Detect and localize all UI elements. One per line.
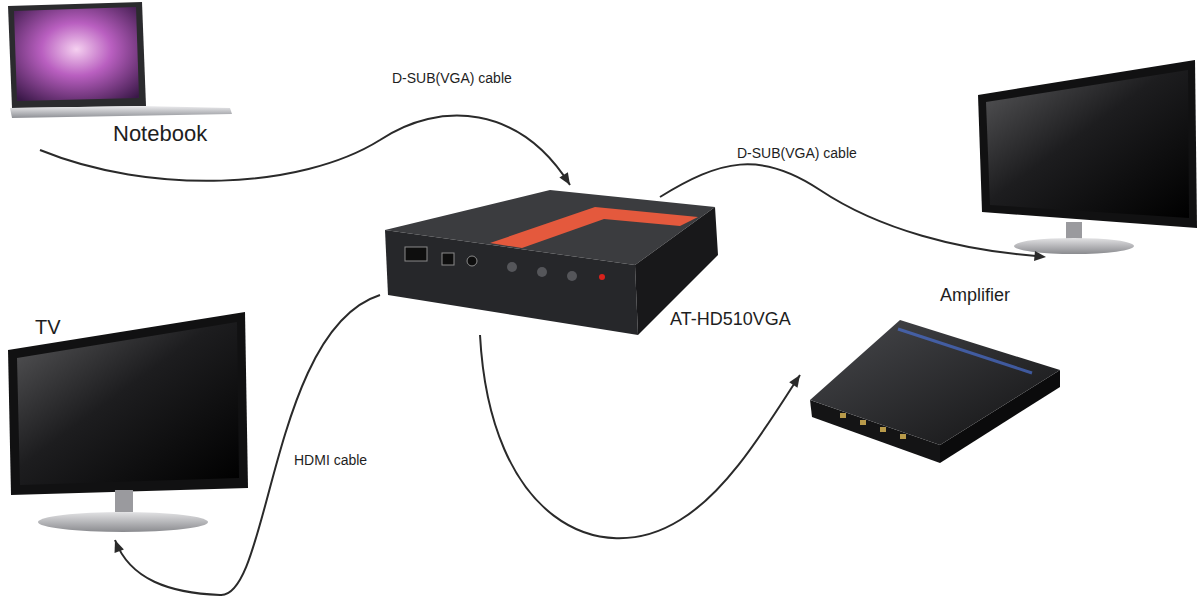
cable-connector — [40, 116, 570, 185]
cable-label: D-SUB(VGA) cable — [390, 70, 514, 87]
converter-stripe — [490, 207, 698, 248]
monitor-bezel — [978, 60, 1197, 228]
laptop-screen — [14, 7, 139, 101]
amplifier-device: Amplifier — [800, 285, 1065, 470]
tv-bezel — [8, 312, 248, 495]
tv-neck — [115, 490, 133, 512]
monitor-neck — [1066, 222, 1082, 240]
laptop-base — [10, 106, 232, 118]
arrow-head — [115, 540, 124, 553]
cable-label: HDMI cable — [292, 452, 369, 469]
optical-port — [442, 253, 454, 265]
amp-top — [810, 320, 1060, 445]
amp-terminal — [880, 427, 886, 432]
arrow-head — [789, 375, 800, 388]
device-label: Amplifier — [940, 285, 1010, 307]
cable-line — [40, 116, 570, 185]
button — [507, 262, 517, 272]
cable-line — [480, 335, 800, 538]
button — [567, 271, 577, 281]
device-label: TV — [35, 315, 61, 339]
amp-terminal — [860, 420, 866, 425]
device-label: Notebook — [113, 121, 207, 147]
amplifier-illustration — [800, 285, 1065, 470]
arrow-head — [1034, 251, 1046, 261]
laptop-lid — [8, 2, 146, 108]
tv-illustration — [5, 310, 255, 540]
tv-base — [38, 512, 208, 532]
hdmi-port — [405, 247, 427, 261]
cable-label: D-SUB(VGA) cable — [735, 145, 859, 162]
tv-screen — [17, 322, 239, 485]
amp-terminal — [840, 413, 846, 418]
tv-device: TV — [5, 310, 255, 540]
power-led — [599, 274, 605, 280]
device-label: AT-HD510VGA — [670, 309, 791, 331]
cable-connector — [480, 335, 800, 538]
converter-device: AT-HD510VGA — [380, 185, 820, 335]
arrow-head — [559, 172, 570, 185]
monitor-screen — [986, 70, 1189, 218]
button — [537, 267, 547, 277]
audio-jack — [467, 256, 477, 266]
notebook-device: Notebook — [0, 0, 235, 150]
monitor-base — [1014, 238, 1134, 254]
amp-terminal — [900, 434, 906, 439]
amp-glow — [898, 329, 1032, 373]
